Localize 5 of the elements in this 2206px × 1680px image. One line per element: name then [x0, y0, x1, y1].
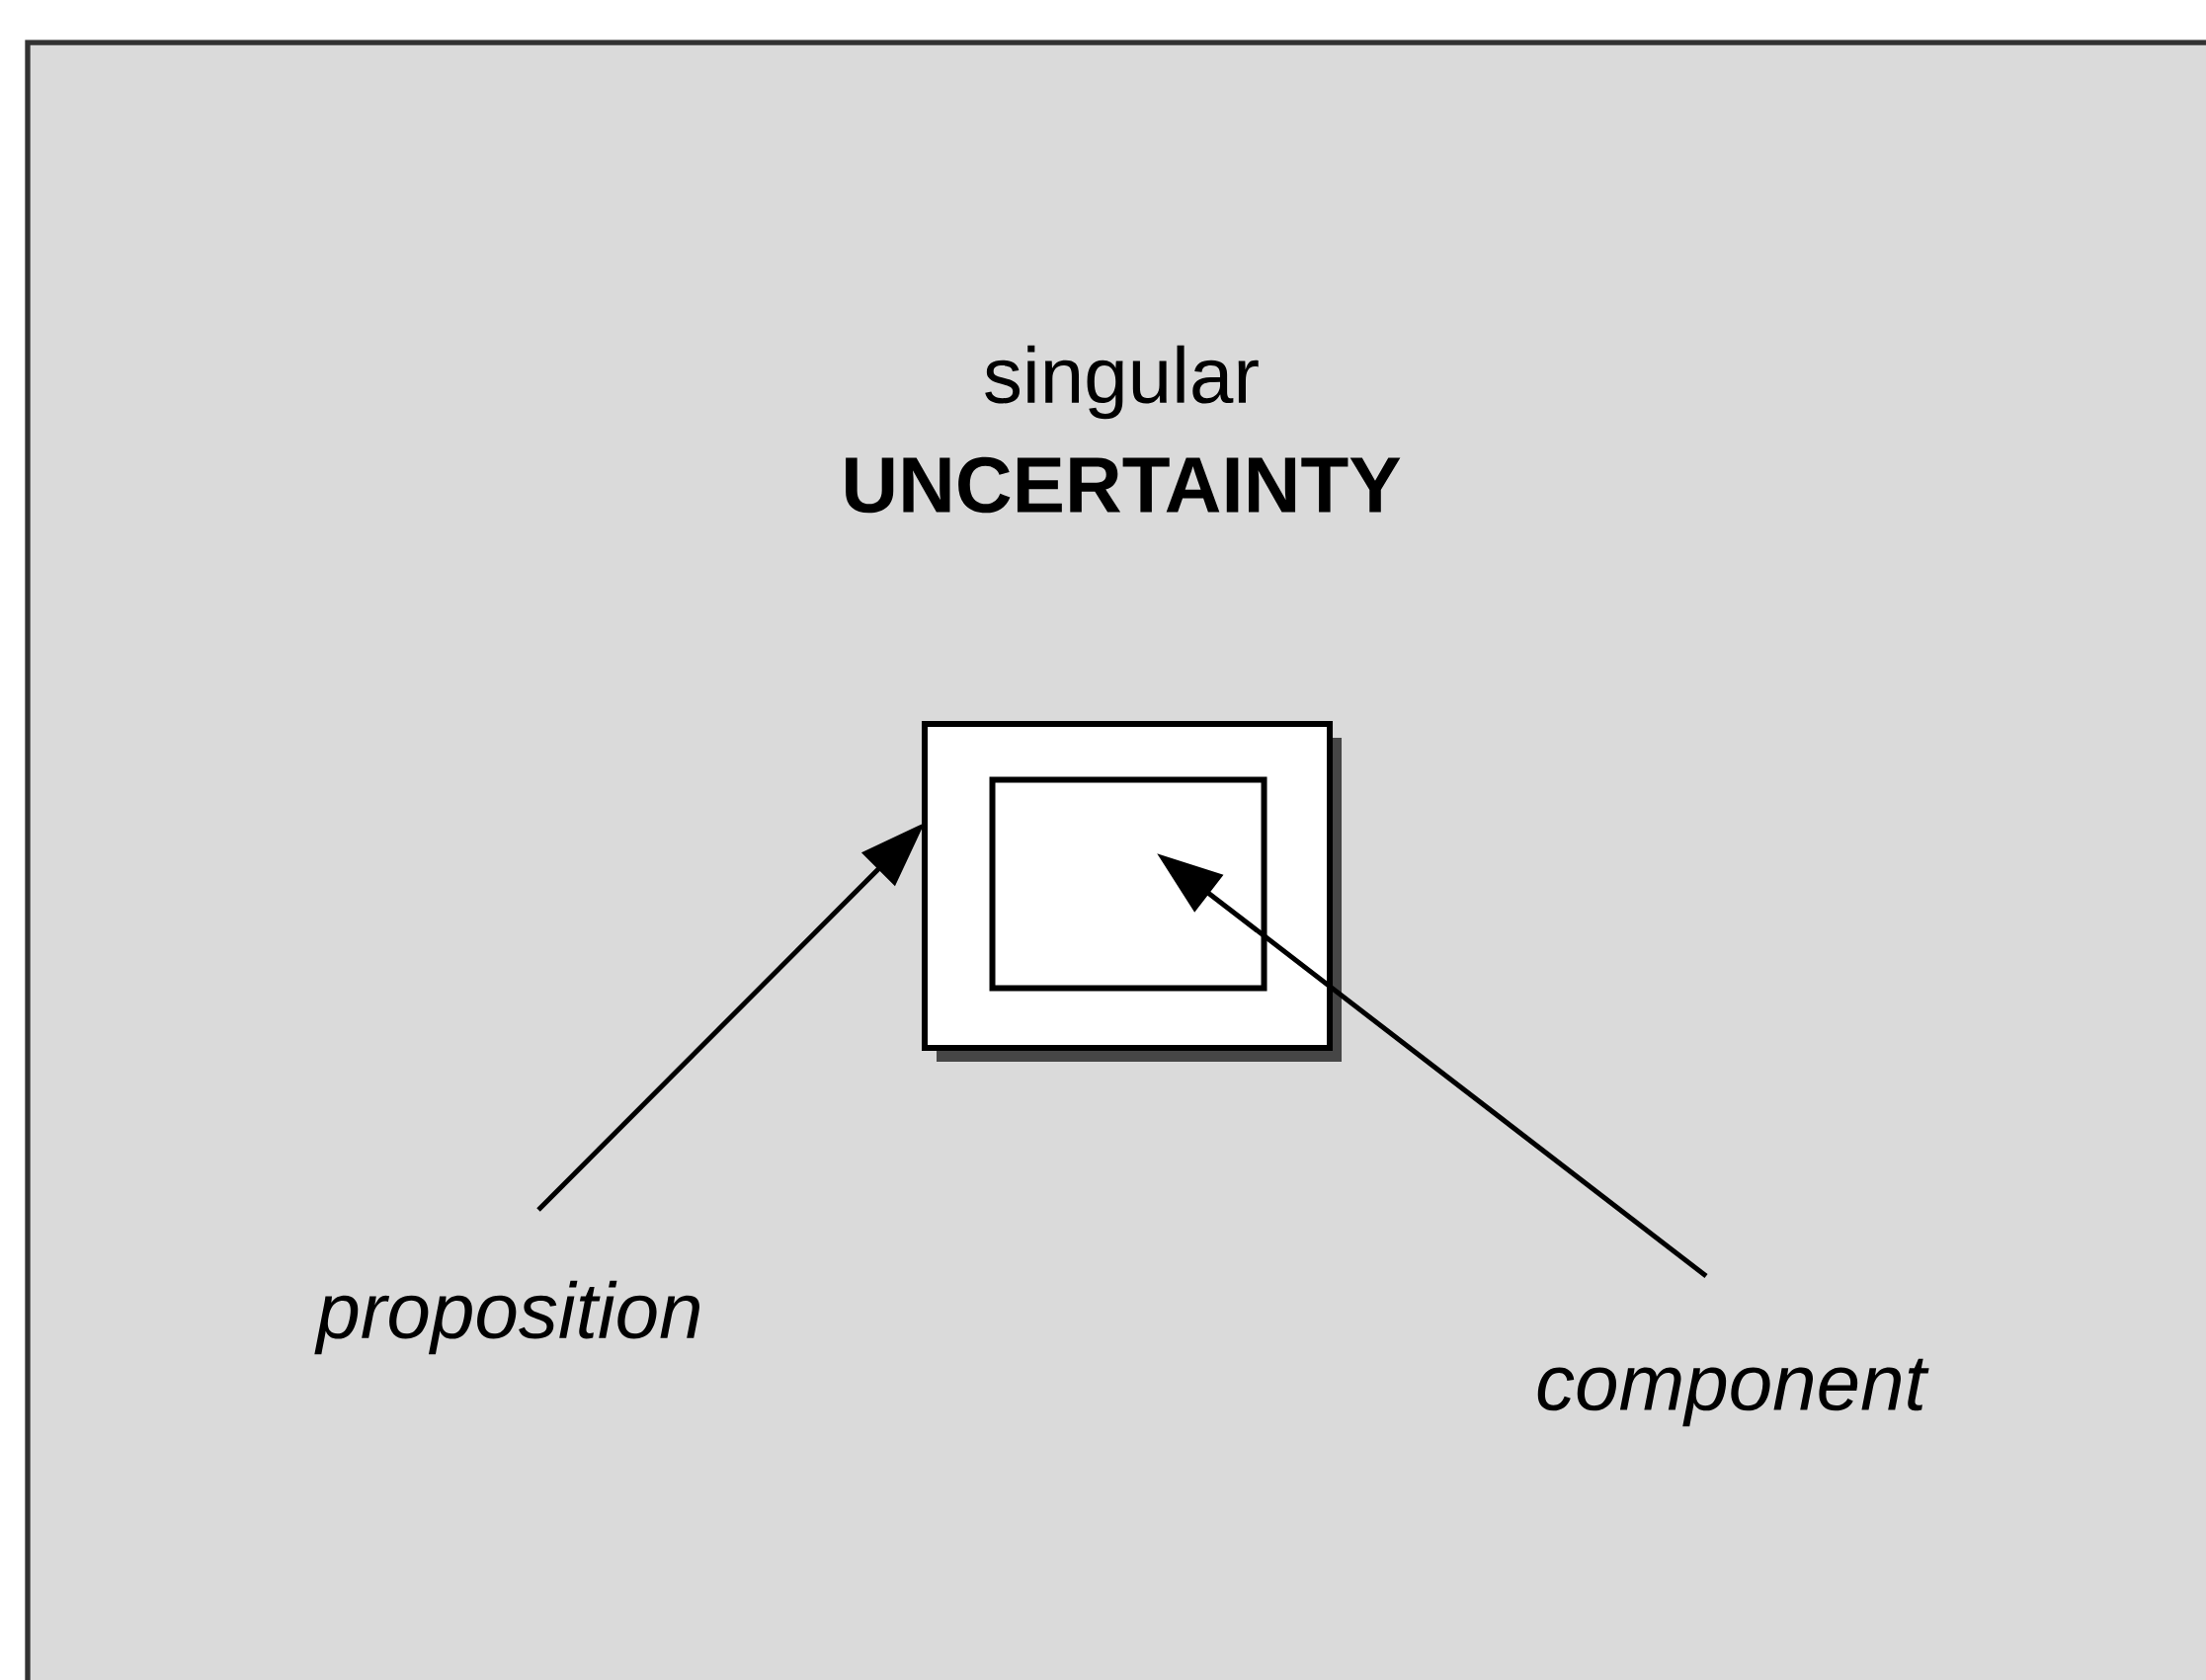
label-text: proposition [314, 1280, 699, 1355]
heading-text: singular [985, 345, 1259, 420]
heading-text: UNCERTAINTY [846, 456, 1401, 514]
label-text: component [1537, 1358, 1929, 1427]
frame-box [989, 776, 1267, 992]
